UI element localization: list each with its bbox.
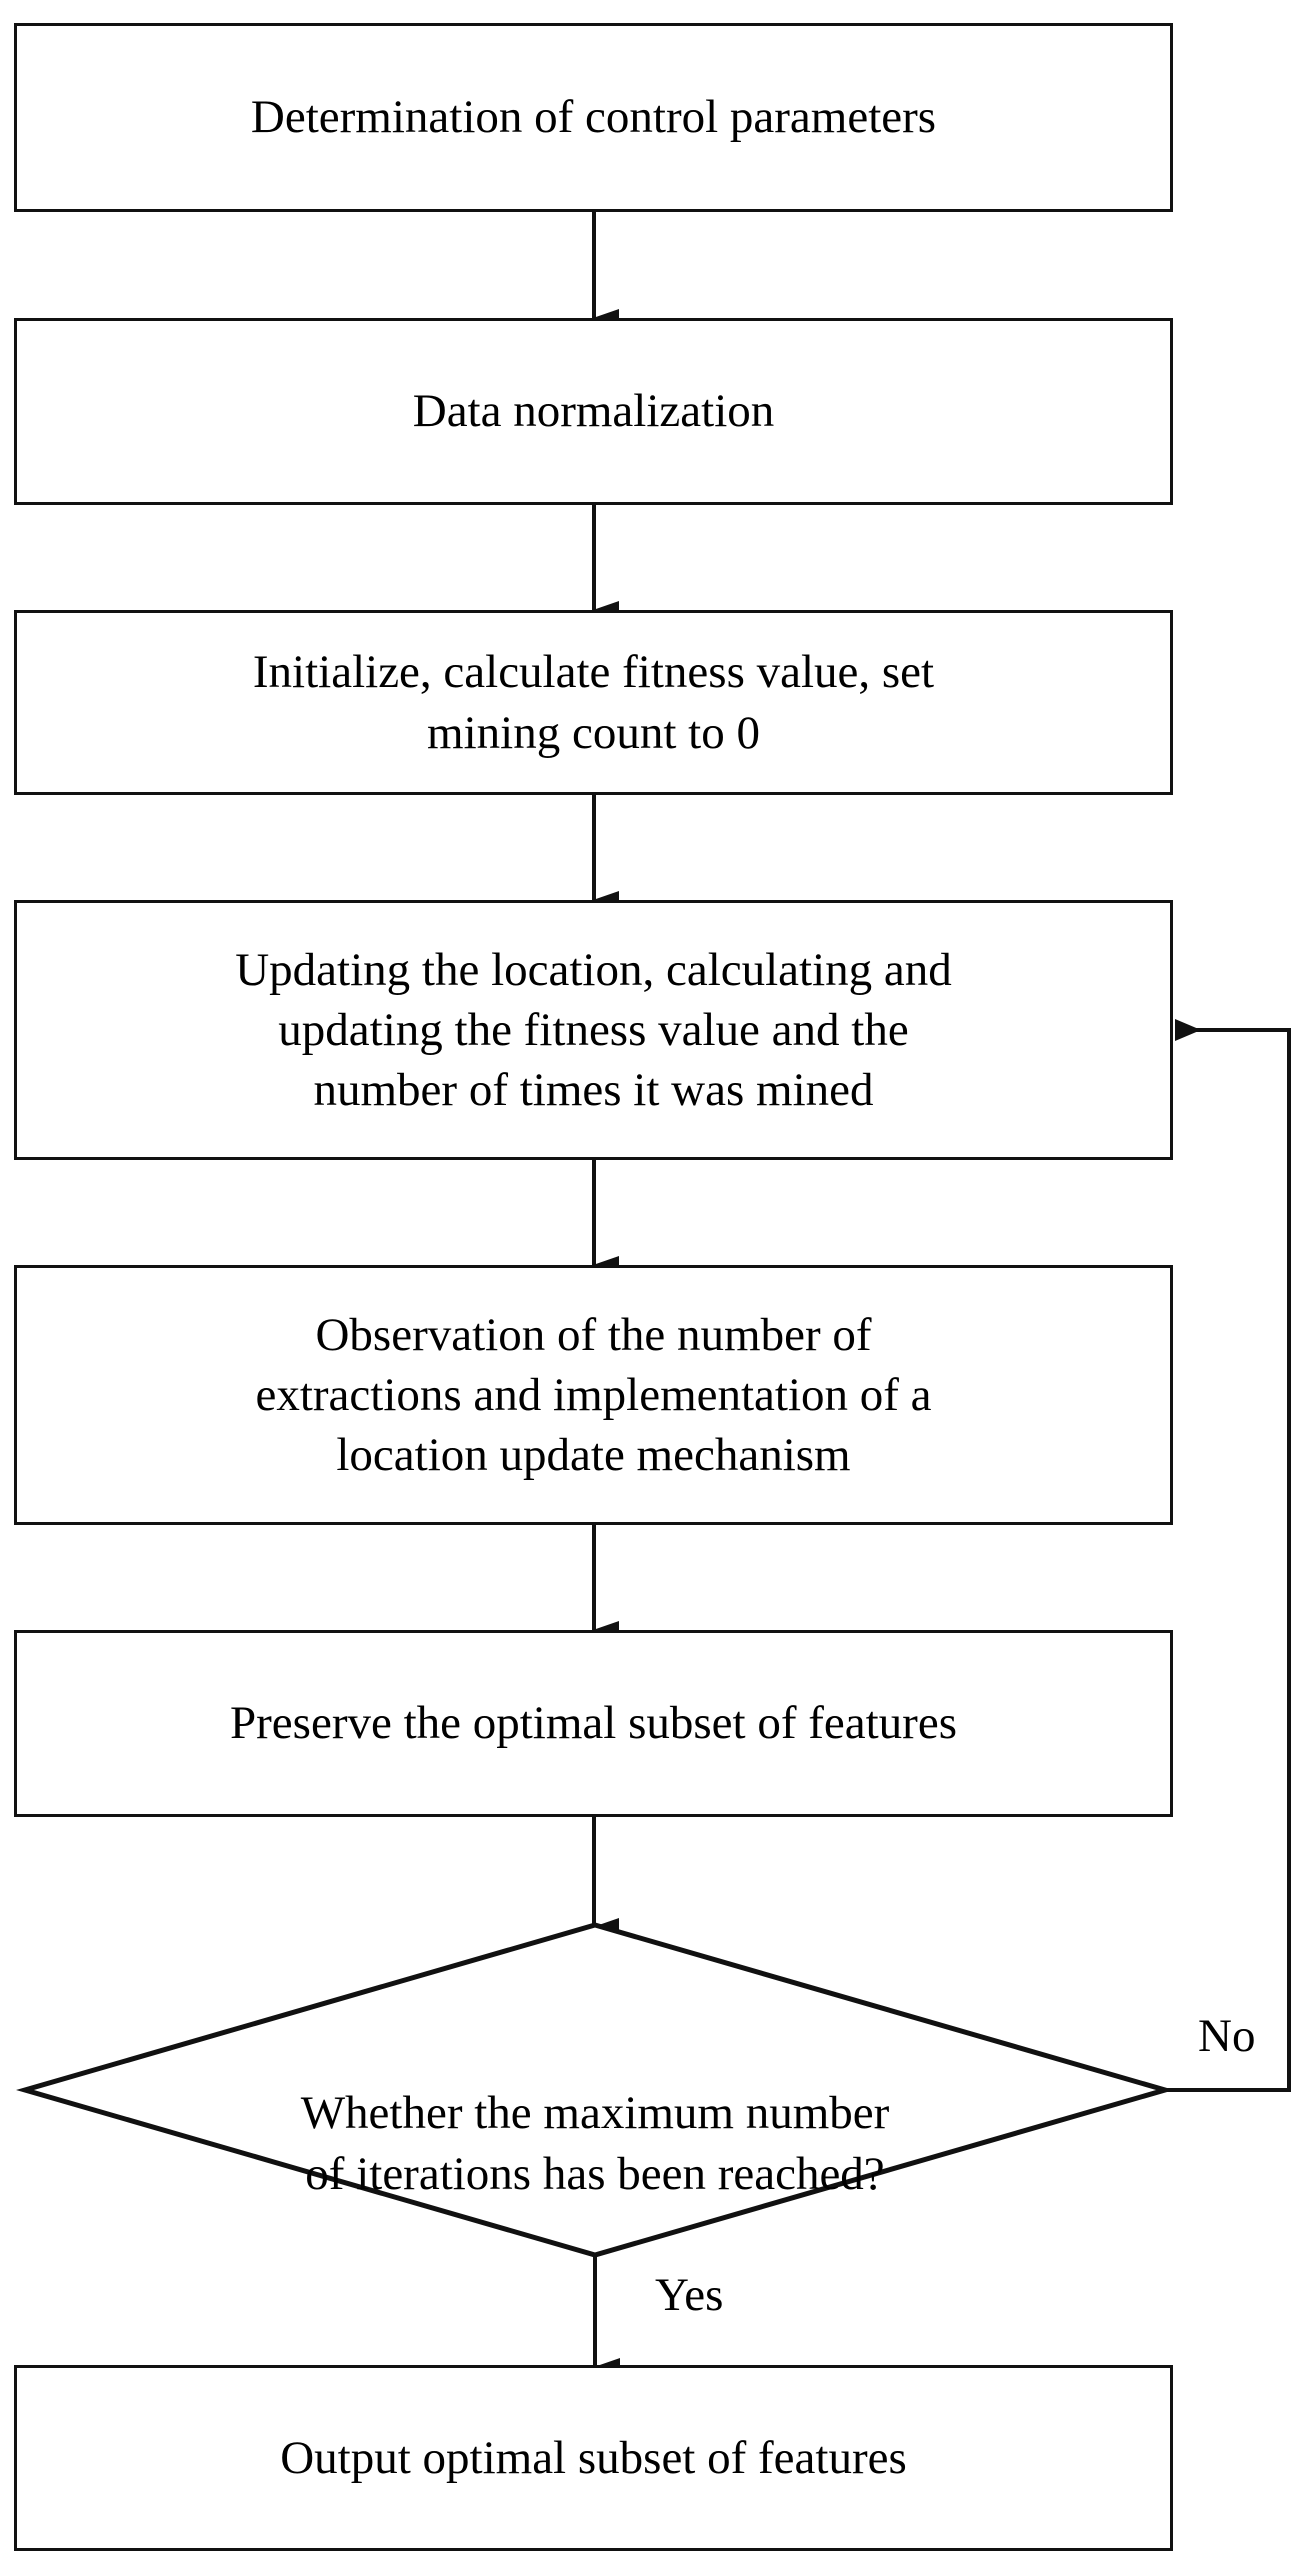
node-determination-of-control-parameters[interactable]: Determination of control parameters	[14, 23, 1173, 212]
decision-node-text: Whether the maximum number of iterations…	[300, 2087, 890, 2201]
node-initialize-fitness[interactable]: Initialize, calculate fitness value, set…	[14, 610, 1173, 795]
node-text: Updating the location, calculating and u…	[235, 943, 952, 1117]
edge-label-yes: Yes	[655, 2272, 723, 2319]
node-updating-location-fitness[interactable]: Updating the location, calculating and u…	[14, 900, 1173, 1160]
node-text: Determination of control parameters	[250, 91, 937, 144]
node-text: Observation of the number of extractions…	[255, 1308, 932, 1482]
node-preserve-optimal-subset[interactable]: Preserve the optimal subset of features	[14, 1630, 1173, 1817]
node-observation-extractions[interactable]: Observation of the number of extractions…	[14, 1265, 1173, 1525]
decision-node-max-iterations[interactable]: Whether the maximum number of iterations…	[135, 2022, 1055, 2205]
edge-label-no: No	[1198, 2013, 1255, 2060]
node-output-optimal-subset[interactable]: Output optimal subset of features	[14, 2365, 1173, 2551]
edge-label-yes-text: Yes	[655, 2269, 724, 2321]
node-text: Output optimal subset of features	[280, 2431, 907, 2484]
node-text: Initialize, calculate fitness value, set…	[252, 646, 935, 759]
node-data-normalization[interactable]: Data normalization	[14, 318, 1173, 505]
edge-label-no-text: No	[1198, 2010, 1256, 2062]
connector-decision-no-feedback	[1165, 1019, 1291, 2092]
node-text: Preserve the optimal subset of features	[230, 1697, 957, 1750]
node-text: Data normalization	[412, 385, 775, 438]
